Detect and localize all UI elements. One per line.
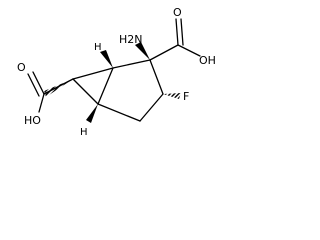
carbonyl-oxygen-left-label: O	[17, 61, 26, 74]
hydroxyl-right-label: OH	[199, 54, 216, 67]
hydrogen-bottom-label: H	[80, 127, 88, 138]
bond-c2-c3	[149, 59, 164, 95]
carbonyl-oxygen-right-label: O	[173, 6, 182, 19]
bond-right-c-double-o	[175, 18, 179, 46]
hydroxyl-left-label: HO	[24, 114, 41, 127]
bond-c2-cooh-carbon	[149, 44, 179, 61]
molecule-structure-diagram: H2N O OH F O HO H H	[17, 6, 216, 138]
wedge-bond-top-h	[100, 50, 113, 68]
bond-c3-c4	[139, 93, 164, 122]
bond-right-c-oh	[177, 44, 201, 57]
hydrogen-top-label: H	[94, 42, 102, 53]
bond-left-c-double-o	[32, 71, 45, 95]
bond-left-c-oh	[38, 93, 45, 113]
amino-group-label: H2N	[119, 33, 143, 46]
wedge-bond-amino	[135, 42, 150, 60]
bond-c1-c5	[97, 67, 114, 105]
bond-c5-c6	[72, 78, 99, 105]
wedge-bond-bottom-h	[86, 104, 98, 123]
hashed-bond-left-cooh	[44, 79, 73, 97]
bond-c4-c5	[97, 103, 141, 122]
bond-c1-c2	[112, 59, 151, 69]
bond-right-c-double-o-2	[180, 18, 184, 46]
bond-left-c-double-o-2	[27, 73, 40, 97]
hashed-bond-fluorine	[163, 93, 181, 99]
bond-c6-c1	[72, 67, 114, 80]
fluorine-label: F	[183, 90, 189, 103]
